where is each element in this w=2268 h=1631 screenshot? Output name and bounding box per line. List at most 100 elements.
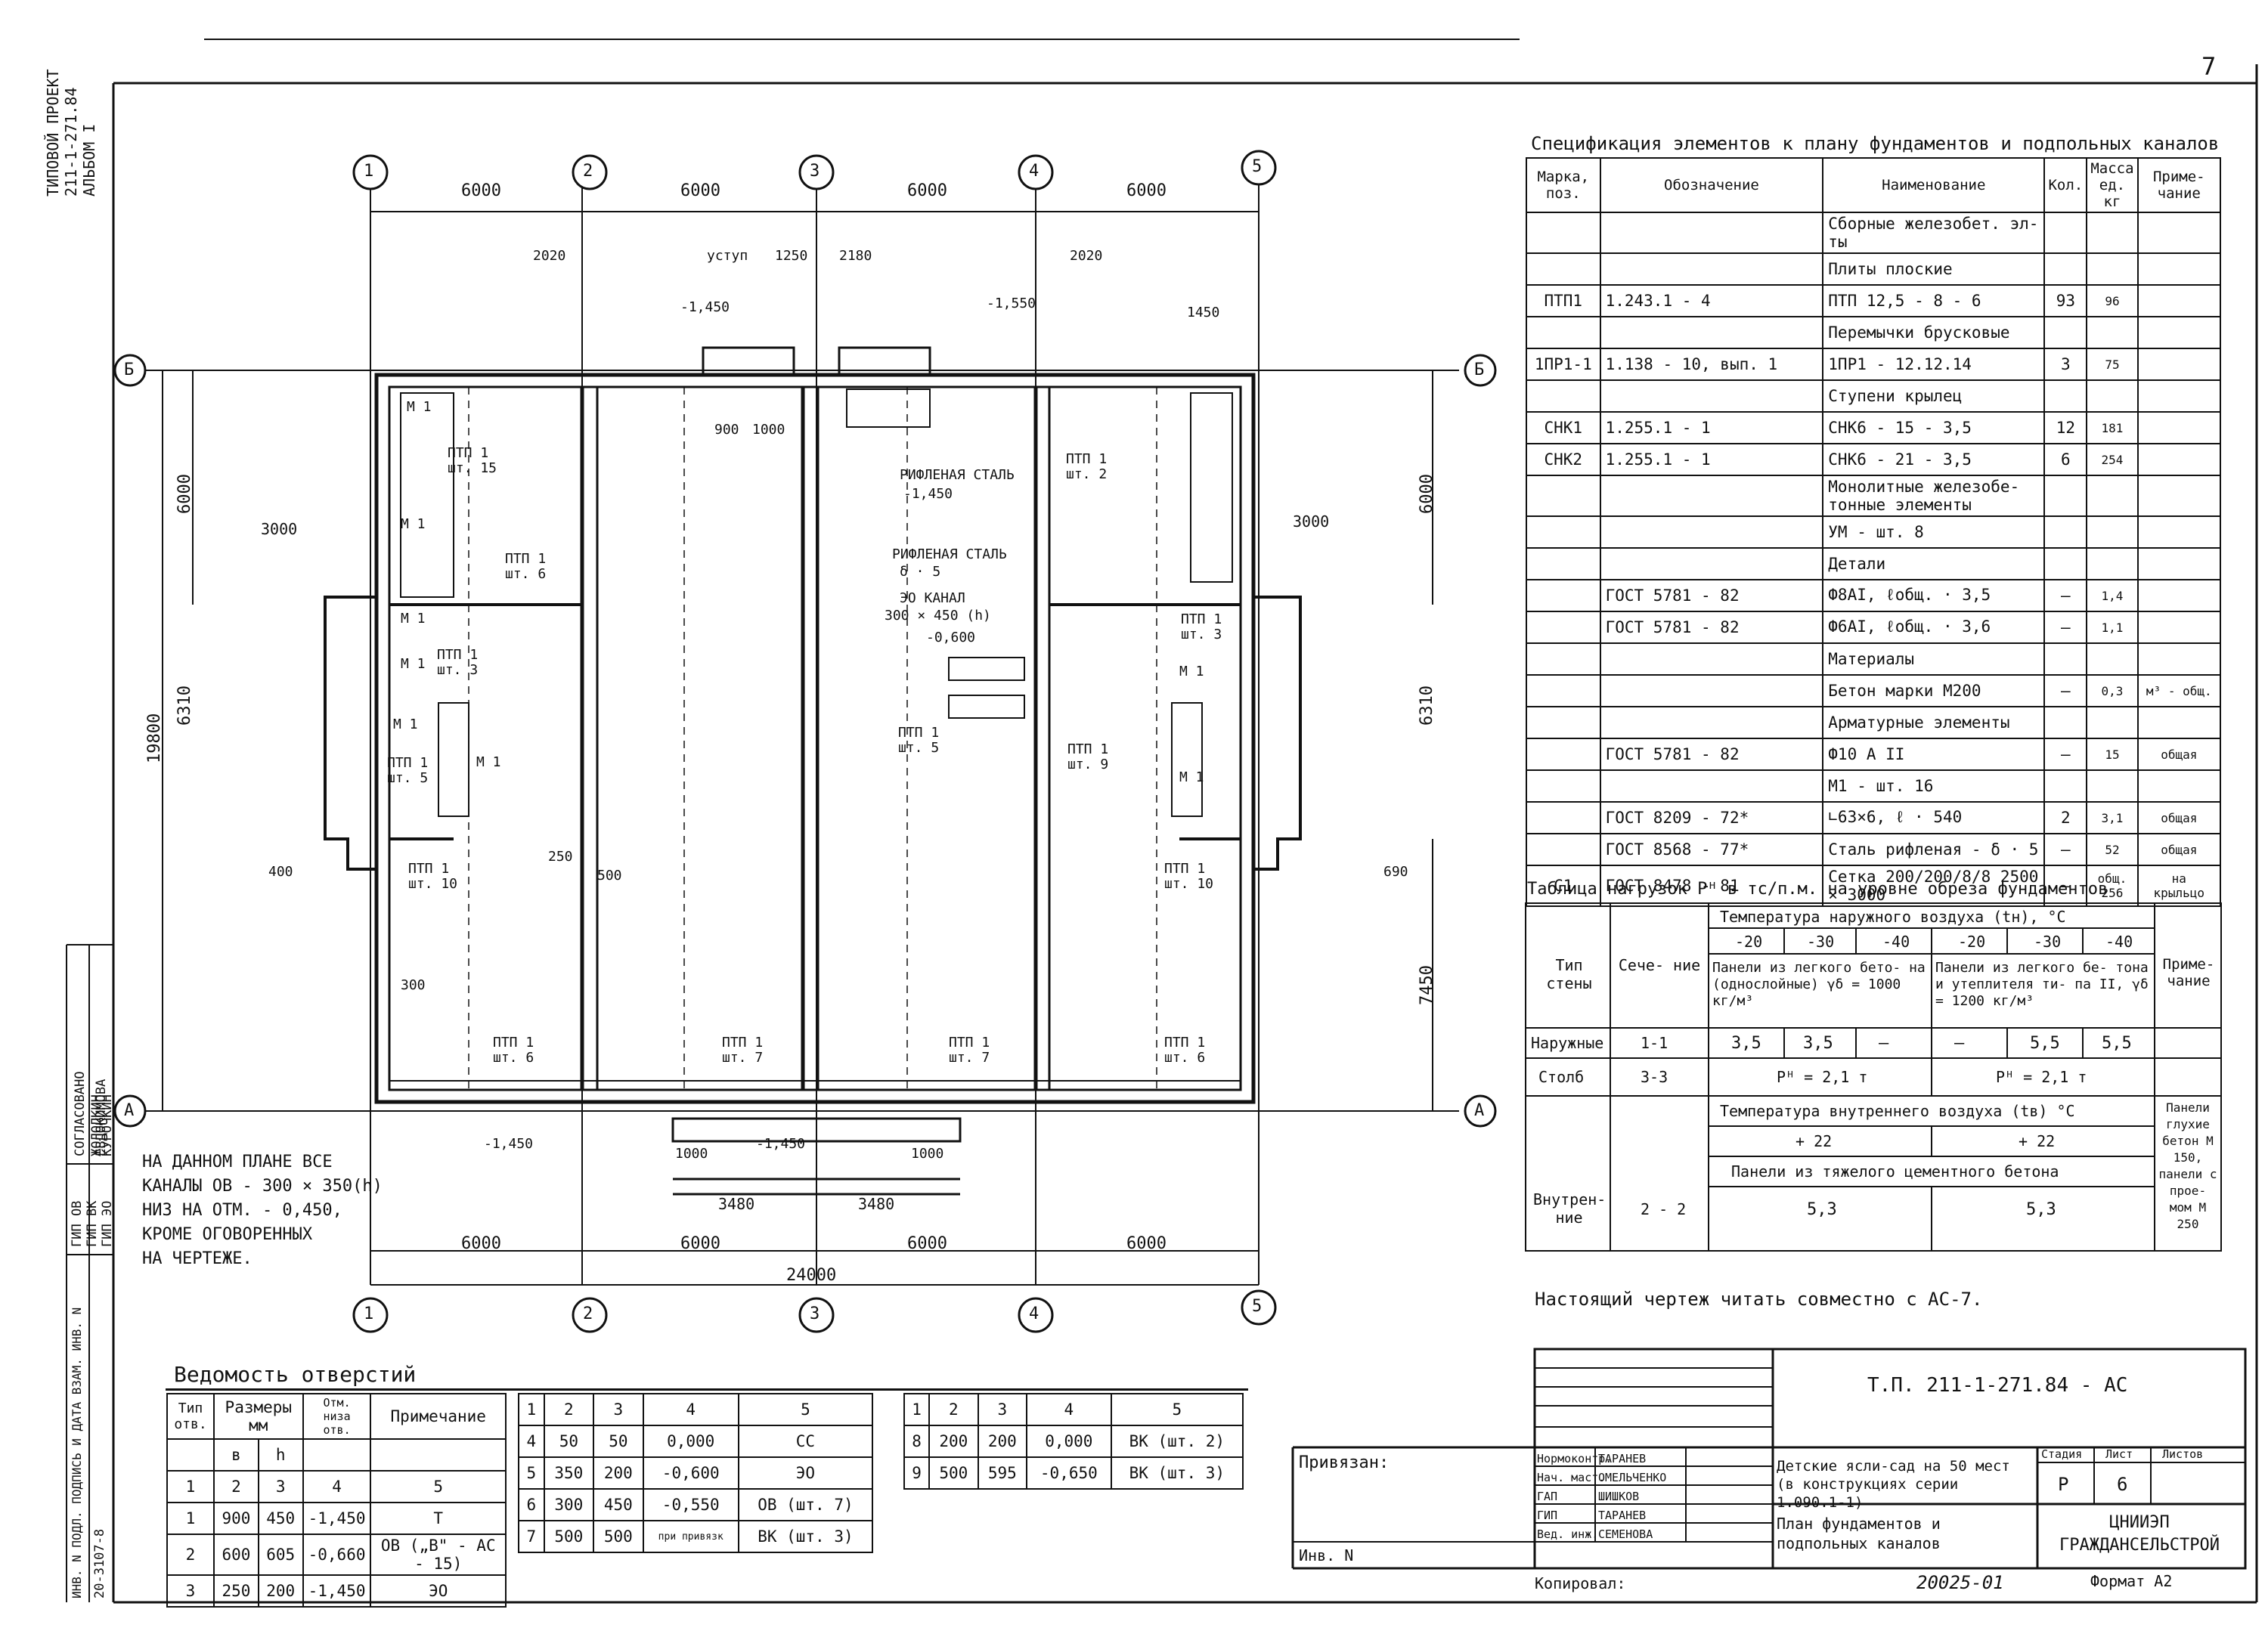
table-cell [2136,284,2222,317]
rifl-label: РИФЛЕНАЯ СТАЛЬ [892,546,1007,562]
table-cell [1599,674,1824,707]
axis-b-left: Б [124,361,135,379]
table-row: Перемычки брусковые [1526,316,2222,349]
table-cell: ГОСТ 8568 - 77* [1599,833,1824,866]
dim-bottom: 6000 [461,1234,501,1253]
table-cell [2136,379,2222,413]
channel-size: 300 × 450 (h) [885,608,991,624]
table-cell [2136,348,2222,381]
m1-mark: М 1 [401,656,426,672]
table-cell: — [2043,865,2088,907]
row-section: 1-1 [1641,1034,1668,1052]
table-cell [1526,642,1601,676]
table-row: Арматурные элементы [1526,706,2222,739]
table-cell: ГОСТ 8209 - 72* [1599,801,1824,834]
table-cell [2136,515,2222,549]
table-cell: 15 [2086,738,2139,771]
axis-2-top: 2 [583,162,593,181]
table-cell [2043,212,2088,254]
table-cell: Перемычки брусковые [1822,316,2046,349]
table-cell [2043,706,2088,739]
row-type: Внутрен- ние [1533,1190,1606,1227]
loads-h-note: Приме- чание [2162,956,2215,989]
dim-small: 250 [548,849,573,865]
dim-small: 690 [1383,864,1408,880]
table-cell: м³ - общ. [2136,674,2222,707]
col-header: Отм. низа отв. [302,1393,372,1440]
table-cell: Ф8АI, ℓобщ. · 3,5 [1822,579,2046,612]
col-num: 3 [593,1393,644,1426]
table-cell [1526,579,1601,612]
table-cell [2086,212,2139,254]
m1-mark: М 1 [393,716,418,732]
table-cell [2086,379,2139,413]
load-value: Pᴴ = 2,1 т [1777,1068,1868,1086]
axis-4-top: 4 [1029,162,1040,181]
table-cell [1526,738,1601,771]
load-value: 5,3 [2026,1200,2056,1219]
temp: -40 [1882,933,1910,951]
table-cell [2086,642,2139,676]
temp-in: + 22 [2019,1132,2056,1150]
table-cell: Материалы [1822,642,2046,676]
inv-label: Инв. N [1299,1546,1354,1564]
axis-3-top: 3 [810,162,820,181]
table-cell: 3,1 [2086,801,2139,834]
table-cell [1599,547,1824,580]
load-value: 5,5 [2030,1034,2060,1053]
doc-number: 20025-01 [1916,1572,2004,1593]
col-num: 2 [543,1393,595,1426]
sheet-value: 6 [2117,1474,2128,1495]
table-row: УМ - шт. 8 [1526,515,2222,549]
table-cell: общая [2136,738,2222,771]
table-cell: 1,4 [2086,579,2139,612]
rifl-label: РИФЛЕНАЯ СТАЛЬ [900,467,1015,483]
temp: -20 [1735,933,1763,951]
col-num: 1 [518,1393,545,1426]
table-cell [1599,515,1824,549]
spec-header: Масса ед. кг [2086,157,2139,213]
col-header: в [213,1438,259,1472]
table-cell [2086,316,2139,349]
table-cell: ПТП1 [1526,284,1601,317]
row-section: 2 - 2 [1641,1200,1687,1218]
axis-2-bottom: 2 [583,1304,593,1323]
axis-1-bottom: 1 [364,1304,374,1323]
level-mark: -1,550 [987,296,1036,311]
table-cell: — [2043,611,2088,644]
spec-header: Кол. [2043,157,2088,213]
table-cell [1599,475,1824,517]
table-cell [1599,212,1824,254]
table-cell: СНК6 - 21 - 3,5 [1822,443,2046,476]
table-cell [2043,475,2088,517]
table-cell [2136,547,2222,580]
table-cell: ГОСТ 5781 - 82 [1599,579,1824,612]
table-cell: Ф10 А II [1822,738,2046,771]
openings-title: Ведомость отверстий [174,1362,417,1387]
table-cell: Плиты плоские [1822,252,2046,286]
table-cell: 3 [2043,348,2088,381]
channel-label: ЭО КАНАЛ [900,590,965,606]
dim-small: 3480 [718,1195,755,1213]
table-cell [2043,316,2088,349]
stage-header: Стадия [2041,1447,2083,1461]
load-value: 5,3 [1807,1200,1837,1219]
table-row: М1 - шт. 16 [1526,769,2222,803]
table-cell [1599,706,1824,739]
table-row: Материалы [1526,642,2222,676]
organization: ЦНИИЭП ГРАЖДАНСЕЛЬСТРОЙ [2059,1513,2220,1555]
table-cell: Детали [1822,547,2046,580]
temp-in: + 22 [1796,1132,1833,1150]
